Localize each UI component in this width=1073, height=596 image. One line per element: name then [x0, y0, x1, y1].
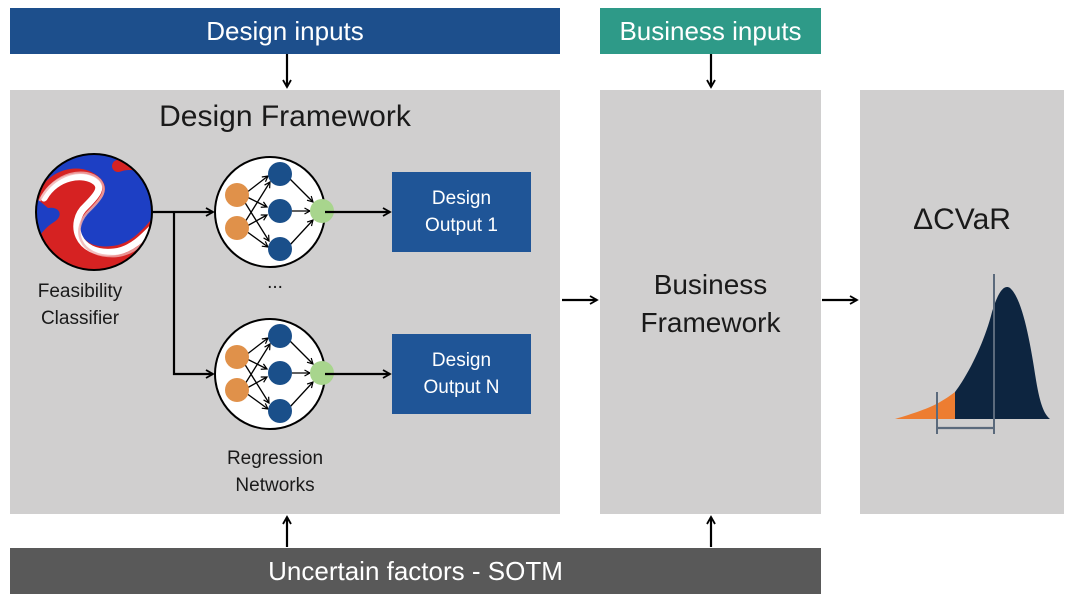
classifier-connectors: [152, 207, 215, 379]
delta-cvar-panel: [860, 90, 1064, 514]
ellipsis-label: ...: [267, 272, 283, 293]
delta-cvar-title: ΔCVaR: [913, 203, 1011, 236]
classifier-label-line2: Classifier: [40, 308, 120, 329]
regression-label-line1: Regression: [226, 448, 324, 469]
business-framework-panel: [600, 90, 821, 514]
design-output-n-line1: Design: [431, 350, 492, 371]
feasibility-classifier-label: Feasibility Classifier: [25, 278, 135, 332]
uncertain-factors-bar: Uncertain factors - SOTM: [10, 548, 821, 594]
business-framework-title: Business Framework: [600, 266, 821, 342]
regression-networks-label: Regression Networks: [210, 445, 340, 499]
distribution-body: [955, 287, 1050, 419]
design-inputs-label: Design inputs: [206, 15, 364, 46]
regression-network-1: [214, 156, 334, 268]
design-output-1-line2: Output 1: [425, 215, 498, 236]
business-framework-line1: Business: [653, 269, 768, 300]
design-output-1-line1: Design: [431, 188, 492, 209]
business-inputs-label: Business inputs: [619, 15, 802, 46]
regression-label-line2: Networks: [235, 475, 315, 496]
business-inputs-bar: Business inputs: [600, 8, 821, 54]
business-framework-line2: Framework: [640, 307, 781, 338]
feasibility-classifier-image: [35, 153, 153, 271]
classifier-label-line1: Feasibility: [37, 281, 123, 302]
design-output-n-box: Design Output N: [392, 334, 531, 414]
design-framework-title: Design Framework: [159, 100, 411, 133]
distribution-tail: [895, 392, 955, 419]
design-inputs-bar: Design inputs: [10, 8, 560, 54]
design-output-1-box: Design Output 1: [392, 172, 531, 252]
loss-distribution-plot: [895, 274, 1050, 434]
design-output-n-line2: Output N: [423, 377, 500, 398]
regression-network-2: [214, 318, 334, 430]
uncertain-factors-label: Uncertain factors - SOTM: [268, 555, 563, 586]
